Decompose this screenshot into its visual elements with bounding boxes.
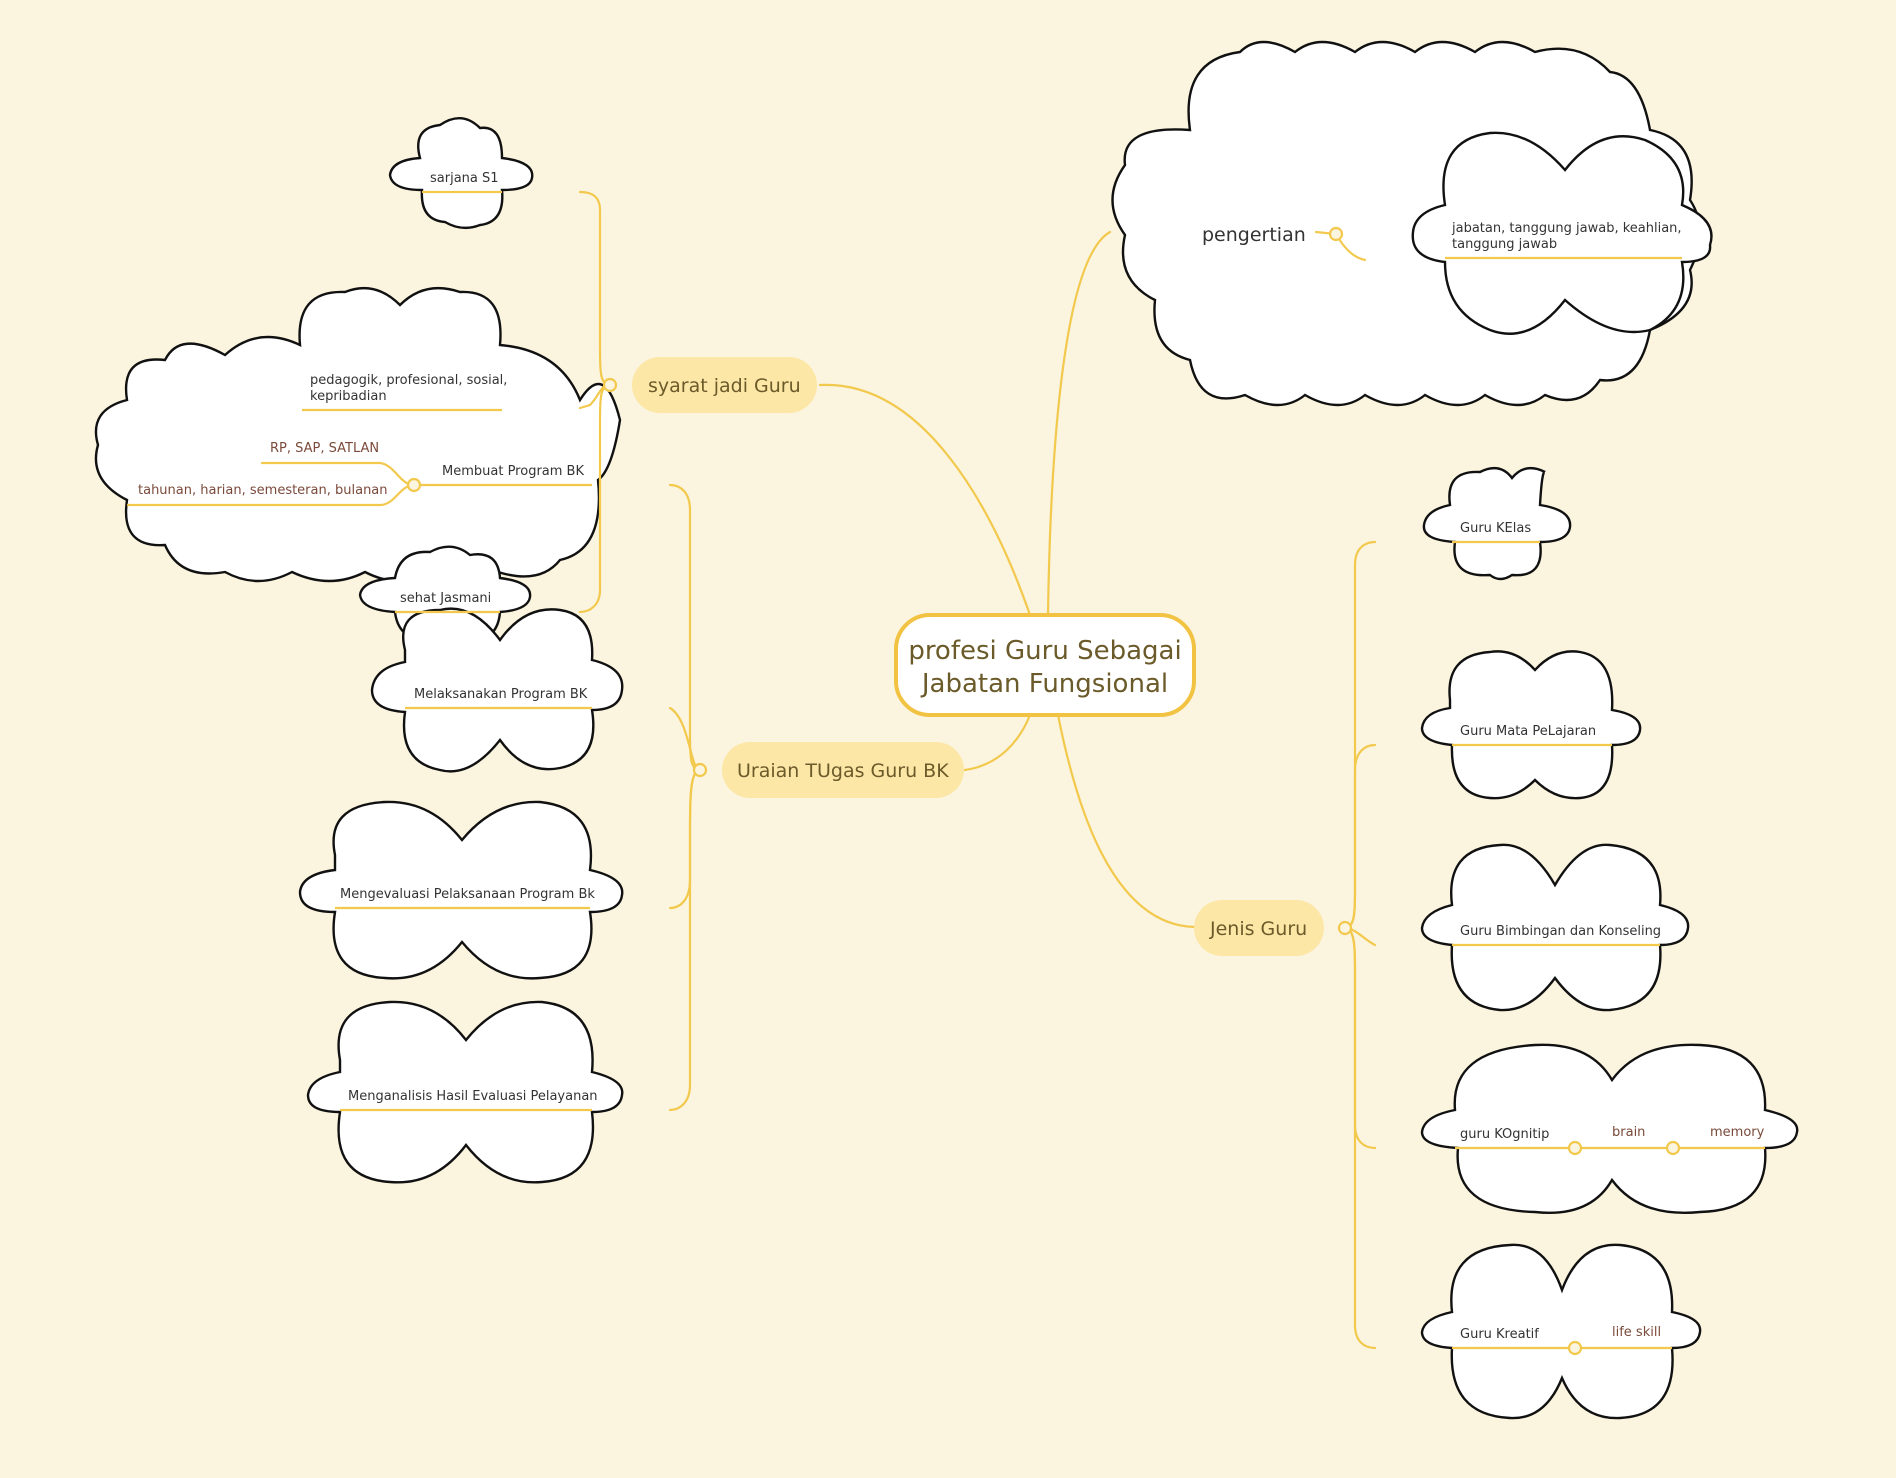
syarat-item-sehat[interactable]: sehat Jasmani	[400, 591, 491, 606]
cloud-menganalisis	[306, 1000, 624, 1184]
link-uraian-mengevaluasi	[668, 768, 702, 910]
pengertian-detail-line2[interactable]: tanggung jawab	[1452, 237, 1557, 252]
jenis-item-kreatif[interactable]: Guru Kreatif	[1460, 1327, 1539, 1342]
joint-kognitip-brain[interactable]	[1567, 1140, 1583, 1156]
cloud-guru-mapel	[1420, 650, 1642, 800]
link-jenis-kognitip	[1343, 926, 1377, 1150]
center-title-line2: Jabatan Fungsional	[920, 669, 1168, 699]
center-node-box[interactable]	[894, 613, 1196, 717]
joint-kreatif-lifeskill[interactable]	[1567, 1340, 1583, 1356]
link-uraian-melaksanakan	[668, 706, 702, 772]
link-jenis-kreatif	[1343, 926, 1377, 1350]
branch-jenis-pill[interactable]	[1194, 900, 1324, 956]
membuat-sub-tahunan[interactable]: tahunan, harian, semesteran, bulanan	[138, 483, 388, 498]
kognitip-sub-memory[interactable]: memory	[1710, 1125, 1765, 1140]
joint-jenis[interactable]	[1337, 920, 1353, 936]
link-uraian-menganalisis	[668, 768, 702, 1112]
branch-uraian[interactable]: Uraian TUgas Guru BK	[722, 742, 964, 798]
underlines-layer	[302, 190, 1765, 1350]
jenis-item-mapel[interactable]: Guru Mata PeLajaran	[1460, 724, 1596, 739]
clouds-layer	[94, 40, 1799, 1420]
link-center-pengertian	[1046, 230, 1112, 617]
uraian-item-melaksanakan[interactable]: Melaksanakan Program BK	[414, 687, 588, 702]
cloud-sarjana	[388, 117, 534, 230]
cloud-guru-bk	[1420, 843, 1690, 1012]
joints-layer	[406, 226, 1681, 1356]
uraian-item-menganalisis[interactable]: Menganalisis Hasil Evaluasi Pelayanan	[348, 1089, 598, 1104]
joint-syarat[interactable]	[602, 377, 618, 393]
uraian-item-mengevaluasi[interactable]: Mengevaluasi Pelaksanaan Program Bk	[340, 887, 595, 902]
link-center-uraian	[963, 713, 1032, 772]
jenis-item-kognitip[interactable]: guru KOgnitip	[1460, 1127, 1549, 1142]
link-center-syarat	[818, 383, 1032, 617]
jenis-item-bk[interactable]: Guru Bimbingan dan Konseling	[1460, 924, 1661, 939]
joint-membuat[interactable]	[406, 477, 422, 493]
link-jenis-mapel	[1343, 743, 1377, 930]
membuat-sub-rp[interactable]: RP, SAP, SATLAN	[270, 441, 379, 456]
jenis-item-kelas[interactable]: Guru KElas	[1460, 521, 1531, 536]
pengertian-detail-line1[interactable]: jabatan, tanggung jawab, keahlian,	[1451, 221, 1682, 236]
branch-jenis-label: Jenis Guru	[1209, 918, 1307, 940]
joint-pengertian[interactable]	[1328, 226, 1344, 242]
link-syarat-sehat	[578, 383, 612, 614]
link-center-jenis	[1056, 713, 1197, 929]
joint-uraian[interactable]	[692, 762, 708, 778]
syarat-item-kompetensi-line2[interactable]: kepribadian	[310, 389, 387, 404]
branch-uraian-pill[interactable]	[722, 742, 964, 798]
center-title-line1: profesi Guru Sebagai	[908, 636, 1181, 666]
branch-pengertian-label[interactable]: pengertian	[1202, 224, 1306, 246]
branch-jenis[interactable]: Jenis Guru	[1194, 900, 1324, 956]
joint-brain-memory[interactable]	[1665, 1140, 1681, 1156]
center-node[interactable]: profesi Guru Sebagai Jabatan Fungsional	[894, 613, 1196, 717]
cloud-guru-kelas	[1422, 466, 1572, 581]
syarat-item-sarjana[interactable]: sarjana S1	[430, 171, 499, 186]
syarat-item-kompetensi-line1[interactable]: pedagogik, profesional, sosial,	[310, 373, 507, 388]
connectors-layer	[126, 190, 1377, 1350]
cloud-mengevaluasi	[298, 800, 624, 980]
branch-syarat-label: syarat jadi Guru	[648, 375, 801, 397]
cloud-kompetensi	[94, 286, 622, 583]
link-uraian-membuat	[668, 483, 702, 772]
cloud-pengertian-detail	[1411, 131, 1713, 335]
branch-uraian-label: Uraian TUgas Guru BK	[737, 760, 949, 782]
uraian-item-membuat[interactable]: Membuat Program BK	[442, 464, 584, 479]
cloud-melaksanakan	[370, 607, 624, 773]
link-syarat-sarjana	[578, 190, 612, 387]
branch-pengertian[interactable]: pengertian	[1202, 224, 1306, 246]
kognitip-sub-brain[interactable]: brain	[1612, 1125, 1645, 1140]
branch-syarat-pill[interactable]	[632, 357, 817, 413]
branch-syarat[interactable]: syarat jadi Guru	[632, 357, 817, 413]
link-jenis-kelas	[1343, 540, 1377, 930]
kreatif-sub-lifeskill[interactable]: life skill	[1612, 1325, 1661, 1340]
cloud-guru-kreatif	[1420, 1243, 1702, 1420]
